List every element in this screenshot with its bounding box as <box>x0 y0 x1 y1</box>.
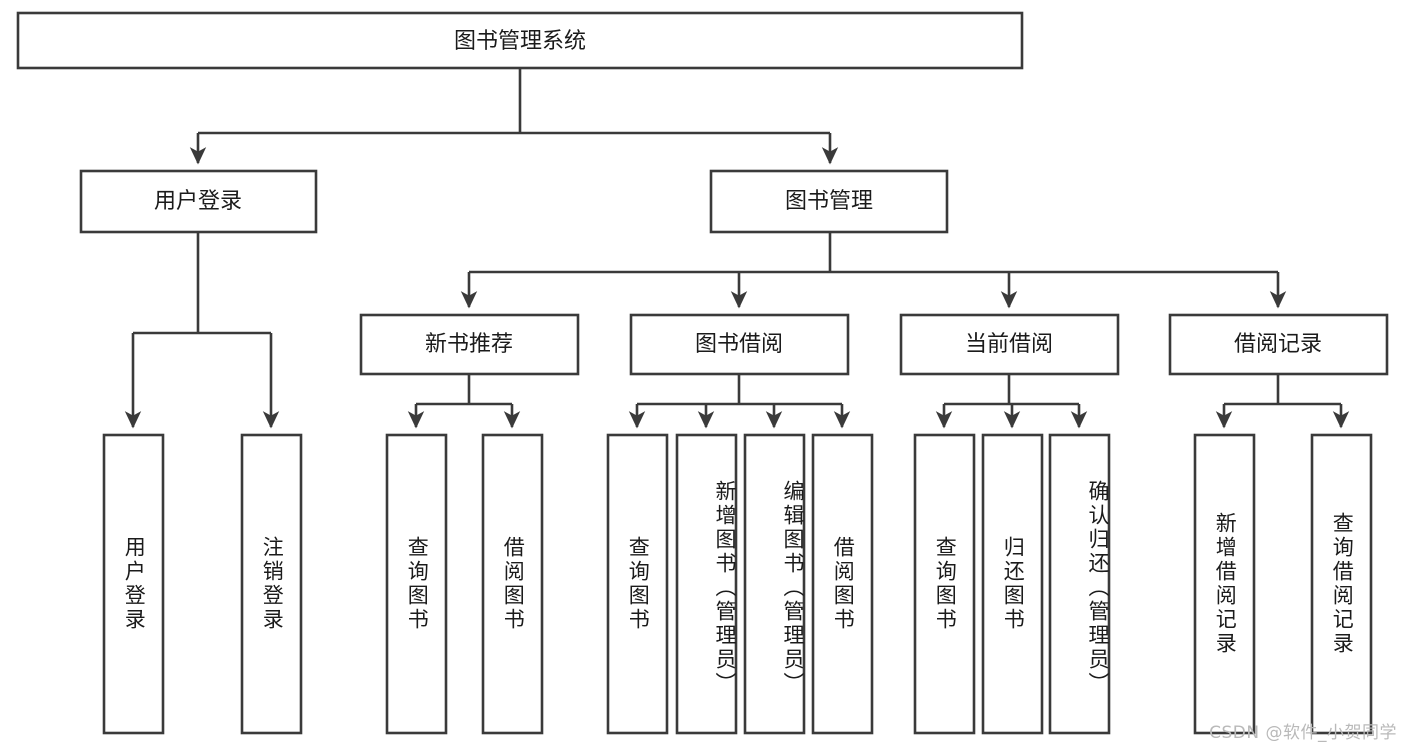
node-borrow-record-label: 借阅记录 <box>1234 332 1322 357</box>
connector-group-root <box>189 68 839 165</box>
node-current-borrow[interactable]: 当前借阅 <box>899 313 1120 376</box>
node-root-box[interactable] <box>16 11 1024 70</box>
node-leaf-query-book-2-box[interactable] <box>606 433 669 735</box>
node-leaf-query-record-box[interactable] <box>1310 433 1373 735</box>
node-book-manage[interactable]: 图书管理 <box>709 169 949 234</box>
node-new-book-recommend[interactable]: 新书推荐 <box>359 313 580 376</box>
node-user-login-label: 用户登录 <box>154 189 242 214</box>
connector-group-borrow-record <box>1215 374 1350 429</box>
node-current-borrow-box[interactable] <box>899 313 1120 376</box>
node-book-borrow-label: 图书借阅 <box>695 332 783 357</box>
connector-group-new-book-recommend <box>407 374 521 429</box>
node-borrow-record-box[interactable] <box>1168 313 1389 376</box>
node-leaf-query-book-1-box[interactable] <box>385 433 448 735</box>
connector-group-book-borrow <box>628 374 851 429</box>
node-leaf-borrow-book-1-box[interactable] <box>481 433 544 735</box>
node-book-manage-box[interactable] <box>709 169 949 234</box>
node-book-borrow[interactable]: 图书借阅 <box>629 313 850 376</box>
node-new-book-recommend-box[interactable] <box>359 313 580 376</box>
connector-group-current-borrow <box>935 374 1088 429</box>
node-leaf-user-login-box[interactable] <box>102 433 165 735</box>
node-leaf-add-record-box[interactable] <box>1193 433 1256 735</box>
node-leaf-borrow-book-2-box[interactable] <box>811 433 874 735</box>
connector-group-user-login <box>124 232 280 429</box>
node-leaf-user-logout-box[interactable] <box>240 433 303 735</box>
csdn-watermark: CSDN @软件_小贺同学 <box>1209 723 1397 743</box>
node-new-book-recommend-label: 新书推荐 <box>425 332 513 357</box>
node-root-label: 图书管理系统 <box>454 29 586 54</box>
node-user-login-box[interactable] <box>79 169 318 234</box>
node-book-manage-label: 图书管理 <box>785 189 873 214</box>
node-borrow-record[interactable]: 借阅记录 <box>1168 313 1389 376</box>
node-leaf-query-book-3-box[interactable] <box>913 433 976 735</box>
node-leaf-edit-book-box[interactable] <box>743 433 806 735</box>
node-book-borrow-box[interactable] <box>629 313 850 376</box>
node-current-borrow-label: 当前借阅 <box>965 332 1053 357</box>
node-leaf-add-book-box[interactable] <box>675 433 738 735</box>
node-user-login[interactable]: 用户登录 <box>79 169 318 234</box>
node-leaf-return-book-box[interactable] <box>981 433 1044 735</box>
node-root[interactable]: 图书管理系统 <box>16 11 1024 70</box>
connector-group-book-manage <box>460 232 1287 309</box>
node-leaf-confirm-return-box[interactable] <box>1048 433 1111 735</box>
